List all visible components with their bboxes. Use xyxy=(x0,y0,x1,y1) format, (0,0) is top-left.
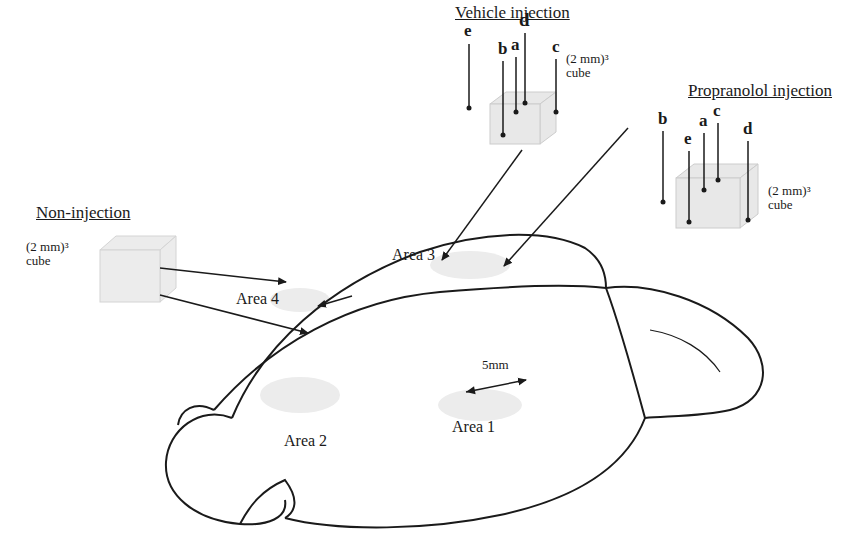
scale-label: 5mm xyxy=(482,358,509,372)
group-heading: Vehicle injection xyxy=(455,4,570,23)
needle-tip xyxy=(467,101,559,138)
needle-letter: b xyxy=(658,110,667,129)
area-label: Area 1 xyxy=(452,418,495,436)
group-heading: Non-injection xyxy=(36,204,130,223)
needle-letter: e xyxy=(464,22,472,41)
needle-letter: e xyxy=(684,130,692,149)
group-heading: Propranolol injection xyxy=(688,82,832,101)
needle xyxy=(469,33,556,135)
needle-letter: d xyxy=(743,120,752,139)
needle-letter: c xyxy=(552,38,560,57)
needle-letter: a xyxy=(699,112,708,131)
cube-size-label: (2 mm)³ cube xyxy=(768,184,820,213)
needle-tip xyxy=(661,178,751,225)
needle-letter: d xyxy=(519,10,530,31)
cube-size-label: (2 mm)³ cube xyxy=(26,240,78,269)
pointer-arrow xyxy=(160,128,628,392)
needle-letter: b xyxy=(498,40,507,59)
area-label: Area 4 xyxy=(236,290,279,308)
needle xyxy=(663,123,748,222)
cube-size-label: (2 mm)³ cube xyxy=(566,52,618,81)
area-label: Area 3 xyxy=(392,246,435,264)
area-patch xyxy=(260,251,522,421)
needle-letter: c xyxy=(713,102,721,121)
needle-letter: a xyxy=(511,36,520,55)
area-label: Area 2 xyxy=(284,432,327,450)
cube xyxy=(490,92,556,144)
